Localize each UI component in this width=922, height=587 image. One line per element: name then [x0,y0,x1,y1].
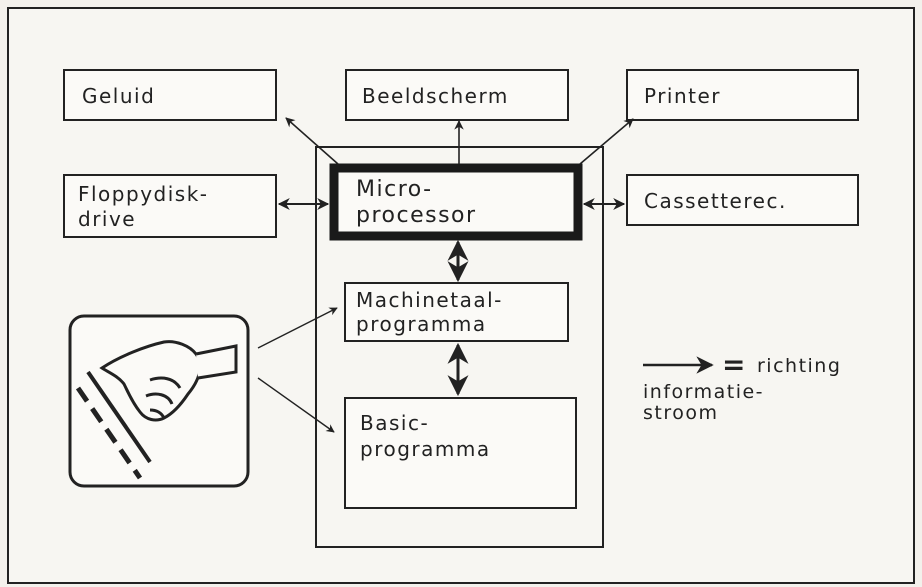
node-cassette: Cassetterec. [626,174,859,226]
node-printer-label: Printer [644,84,721,108]
node-machinetaal-label-2: programma [356,312,487,336]
arrow-to-printer [579,118,634,165]
arrow-to-geluid [285,117,339,165]
legend-equals: = [722,348,745,381]
node-machinetaal: Machinetaal- programma [344,282,569,342]
node-cassette-label: Cassetterec. [644,189,787,213]
node-basic-label-1: Basic- [360,411,429,435]
legend-line-1: richting [757,355,841,377]
node-printer: Printer [626,69,859,121]
node-geluid: Geluid [63,69,277,121]
node-micro-label-1: Micro- [356,177,433,202]
node-basic: Basic- programma [344,397,577,509]
node-floppy-label-2: drive [78,207,136,231]
node-floppy: Floppydisk- drive [63,174,277,238]
legend-line-2: informatie- [643,381,764,403]
node-geluid-label: Geluid [82,84,155,108]
node-micro-label-2: processor [356,203,477,228]
arrow-icon-to-machinetaal [257,307,338,349]
node-floppy-label-1: Floppydisk- [78,182,209,206]
legend-line-3: stroom [643,402,719,424]
node-beeldscherm-label: Beeldscherm [362,84,509,108]
legend: = richting informatie- stroom [643,348,841,424]
node-machinetaal-label-1: Machinetaal- [356,288,503,312]
node-basic-label-2: programma [360,437,491,461]
node-beeldscherm: Beeldscherm [345,69,569,121]
hand-pressing-keyboard-icon [68,314,250,488]
arrow-icon-to-basic [257,377,335,433]
node-microprocessor: Micro- processor [329,163,583,241]
